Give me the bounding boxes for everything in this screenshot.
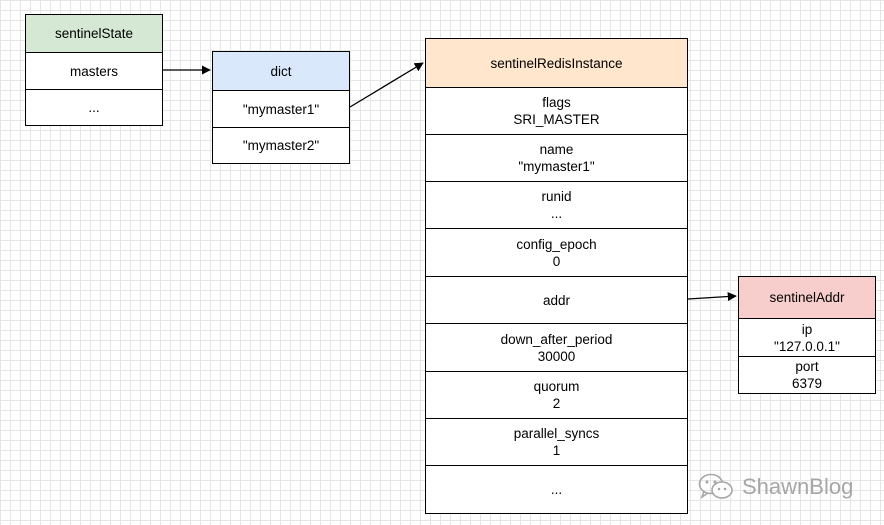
field-ip-name: ip: [801, 321, 813, 337]
field-ip: ip "127.0.0.1": [739, 318, 875, 356]
sentinel-redis-instance-box: sentinelRedisInstance flags SRI_MASTER n…: [425, 38, 688, 514]
arrow-mymaster1-to-instance: [349, 62, 424, 108]
field-runid-value: ...: [550, 206, 563, 221]
dict-box: dict "mymaster1" "mymaster2": [212, 51, 350, 164]
field-quorum: quorum 2: [426, 371, 687, 418]
field-runid: runid ...: [426, 181, 687, 228]
field-port: port 6379: [739, 356, 875, 393]
field-quorum-name: quorum: [533, 379, 580, 394]
field-runid-name: runid: [541, 189, 572, 204]
field-parallel-syncs: parallel_syncs 1: [426, 418, 687, 465]
field-ellipsis: ...: [426, 465, 687, 513]
field-flags-value: SRI_MASTER: [513, 112, 600, 127]
field-down-after-period-name: down_after_period: [500, 331, 613, 347]
field-down-after-period: down_after_period 30000: [426, 323, 687, 371]
watermark: ShawnBlog: [698, 472, 853, 502]
field-flags-name: flags: [542, 95, 571, 110]
dict-entry-mymaster2: "mymaster2": [213, 127, 349, 163]
field-name: name "mymaster1": [426, 134, 687, 181]
field-parallel-syncs-name: parallel_syncs: [513, 426, 600, 441]
watermark-text: ShawnBlog: [742, 474, 854, 499]
field-addr: addr: [426, 276, 687, 323]
field-ellipsis-name: ...: [550, 482, 563, 497]
sentinel-redis-instance-title: sentinelRedisInstance: [426, 39, 687, 87]
dict-entry-mymaster1: "mymaster1": [213, 90, 349, 127]
field-config-epoch-name: config_epoch: [516, 236, 597, 252]
arrow-addr-to-sentinel-addr: [687, 291, 737, 302]
field-parallel-syncs-value: 1: [552, 443, 561, 458]
field-flags: flags SRI_MASTER: [426, 87, 687, 134]
field-port-value: 6379: [791, 376, 823, 391]
field-ip-value: "127.0.0.1": [774, 338, 840, 354]
sentinel-state-title: sentinelState: [26, 15, 162, 52]
field-config-epoch-value: 0: [552, 253, 561, 269]
field-addr-name: addr: [542, 292, 571, 308]
wechat-icon: [698, 473, 733, 499]
sentinel-addr-box: sentinelAddr ip "127.0.0.1" port 6379: [738, 276, 876, 394]
field-quorum-value: 2: [552, 396, 561, 411]
sentinel-state-ellipsis: ...: [26, 89, 162, 125]
sentinel-state-masters: masters: [26, 52, 162, 89]
field-name-name: name: [539, 142, 574, 157]
field-config-epoch: config_epoch 0: [426, 228, 687, 276]
field-name-value: "mymaster1": [518, 159, 595, 174]
field-port-name: port: [795, 359, 819, 374]
dict-title: dict: [213, 52, 349, 90]
field-down-after-period-value: 30000: [537, 348, 576, 364]
sentinel-addr-title: sentinelAddr: [739, 277, 875, 318]
sentinel-state-box: sentinelState masters ...: [25, 14, 163, 126]
